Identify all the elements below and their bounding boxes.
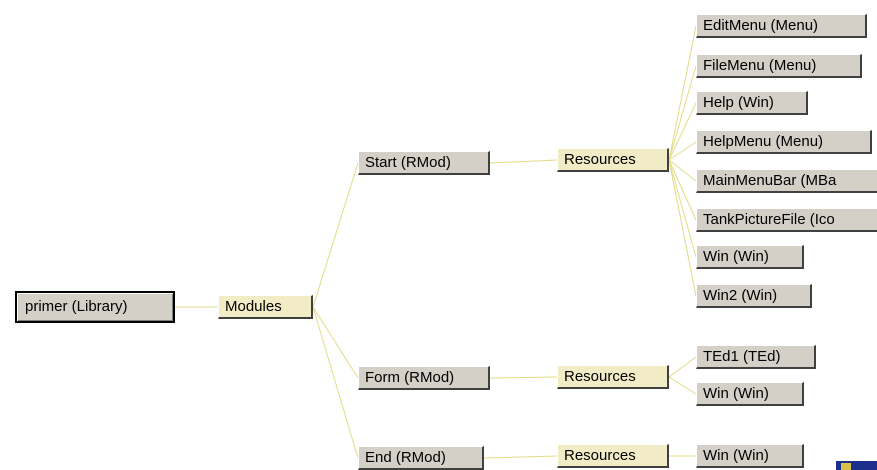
resource-item-win2[interactable]: Win2 (Win) [696,284,812,308]
edge-form-ted1 [668,356,697,378]
edge-start-helpmenu [668,141,697,161]
edge-form-resources [489,376,558,379]
edge-start-win2 [668,159,697,297]
edge-end-resources [483,455,558,459]
edge-start-editmenu [668,25,697,161]
window-app-icon [836,460,877,470]
resource-item-win-start[interactable]: Win (Win) [696,245,804,269]
edge-modules-form [312,306,359,379]
resources-node-form[interactable]: Resources [557,365,669,389]
module-node-start[interactable]: Start (RMod) [358,151,490,175]
resource-item-editmenu[interactable]: EditMenu (Menu) [696,14,867,38]
edge-start-tankpicturefile [668,159,697,221]
edge-modules-end [312,306,359,459]
edge-start-help [668,102,697,161]
resource-item-filemenu[interactable]: FileMenu (Menu) [696,54,862,78]
resource-item-mainmenubar[interactable]: MainMenuBar (MBa [696,169,877,193]
edge-form-win-form [668,376,697,395]
resource-item-win-form[interactable]: Win (Win) [696,382,804,406]
resource-item-help[interactable]: Help (Win) [696,91,808,115]
resource-item-helpmenu[interactable]: HelpMenu (Menu) [696,130,872,154]
edge-start-win-start [668,159,697,258]
resources-node-end[interactable]: Resources [557,444,669,468]
edge-start-filemenu [668,65,697,161]
resource-item-tankpicturefile[interactable]: TankPictureFile (Ico [696,208,877,232]
resource-item-win-end[interactable]: Win (Win) [696,444,804,468]
resources-node-start[interactable]: Resources [557,148,669,172]
root-node-library[interactable]: primer (Library) [15,291,175,323]
module-node-form[interactable]: Form (RMod) [358,366,490,390]
edge-start-resources [489,159,558,164]
modules-node[interactable]: Modules [218,295,313,319]
module-node-end[interactable]: End (RMod) [358,446,484,470]
edge-start-mainmenubar [668,159,697,182]
edge-modules-start [312,162,359,308]
resource-item-ted1[interactable]: TEd1 (TEd) [696,345,816,369]
